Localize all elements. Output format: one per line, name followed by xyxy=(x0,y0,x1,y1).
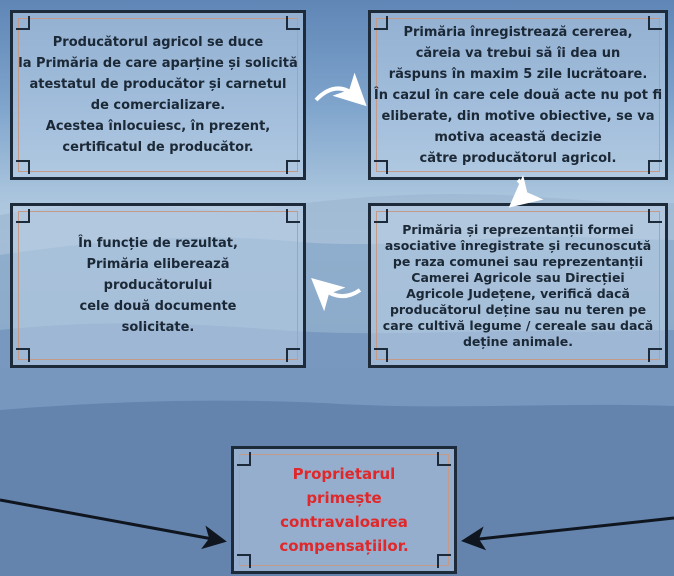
corner-ornament xyxy=(648,348,662,362)
corner-ornament xyxy=(374,160,388,174)
step-box-3: În funcție de rezultat, Primăria elibere… xyxy=(10,203,306,368)
step-box-4: Primăria și reprezentanții formei asocia… xyxy=(368,203,668,368)
corner-ornament xyxy=(648,209,662,223)
text-line: care cultivă legume / cereale sau dacă xyxy=(382,317,654,333)
text-line: deține animale. xyxy=(462,333,573,349)
arrow-right-to-result xyxy=(461,516,674,551)
text-line: Primăria și reprezentanții formei xyxy=(402,221,634,237)
corner-ornament xyxy=(437,554,451,568)
text-line: producătorul deține sau nu teren pe xyxy=(389,301,647,317)
text-line: cele două documente xyxy=(79,299,237,314)
text-line: Primăria înregistrează cererea, xyxy=(403,24,633,40)
text-line: Acestea înlocuiesc, în prezent, xyxy=(45,119,271,134)
text-line: solicitate. xyxy=(121,320,195,335)
text-line: compensațiilor. xyxy=(279,537,409,555)
text-line: Primăria eliberează xyxy=(86,257,230,272)
text-line: certificatul de producător. xyxy=(62,140,254,155)
text-line: răspuns în maxim 5 zile lucrătoare. xyxy=(388,66,648,82)
corner-ornament xyxy=(16,209,30,223)
corner-ornament xyxy=(437,452,451,466)
corner-ornament xyxy=(374,16,388,30)
text-line: Proprietarul xyxy=(292,465,396,483)
arrow-step2-to-step4 xyxy=(508,174,544,208)
corner-ornament xyxy=(374,348,388,362)
corner-ornament xyxy=(237,452,251,466)
result-box: Proprietarul primește contravaloarea com… xyxy=(231,446,457,574)
corner-ornament xyxy=(648,16,662,30)
text-line: către producătorul agricol. xyxy=(419,150,617,166)
corner-ornament xyxy=(16,16,30,30)
text-line: Agricole Județene, verifică dacă xyxy=(406,285,630,301)
corner-ornament xyxy=(286,209,300,223)
text-line: atestatul de producător și carnetul xyxy=(29,77,287,92)
text-line: producătorului xyxy=(103,278,213,293)
step-text: Primăria și reprezentanții formei asocia… xyxy=(382,206,654,365)
text-line: contravaloarea xyxy=(280,513,408,531)
corner-ornament xyxy=(16,160,30,174)
corner-ornament xyxy=(286,348,300,362)
text-line: În funcție de rezultat, xyxy=(78,236,238,251)
arrow-left-to-result xyxy=(0,498,227,550)
text-line: Camerei Agricole sau Direcției xyxy=(411,269,625,285)
text-line: Producătorul agricol se duce xyxy=(52,35,264,50)
corner-ornament xyxy=(286,160,300,174)
text-line: asociative înregistrate și recunoscută xyxy=(384,237,652,253)
step-box-1: Producătorul agricol se duce la Primăria… xyxy=(10,10,306,180)
text-line: la Primăria de care aparține și solicită xyxy=(18,56,298,71)
corner-ornament xyxy=(648,160,662,174)
text-line: primește xyxy=(306,489,382,507)
text-line: căreia va trebui să îi dea un xyxy=(415,45,621,61)
step-text: Primăria înregistrează cererea, căreia v… xyxy=(374,13,662,177)
corner-ornament xyxy=(237,554,251,568)
text-line: motiva această decizie xyxy=(434,129,602,145)
corner-ornament xyxy=(16,348,30,362)
arrow-step1-to-step2 xyxy=(314,72,367,107)
text-line: În cazul în care cele două acte nu pot f… xyxy=(373,87,663,103)
text-line: eliberate, din motive obiective, se va xyxy=(381,108,655,124)
step-text: Producătorul agricol se duce la Primăria… xyxy=(18,13,298,177)
arrow-step4-to-step3 xyxy=(311,277,362,312)
step-text: În funcție de rezultat, Primăria elibere… xyxy=(27,206,289,365)
result-text: Proprietarul primește contravaloarea com… xyxy=(248,449,440,571)
corner-ornament xyxy=(374,209,388,223)
text-line: de comercializare. xyxy=(90,98,226,113)
corner-ornament xyxy=(286,16,300,30)
text-line: pe raza comunei sau reprezentanții xyxy=(392,253,644,269)
